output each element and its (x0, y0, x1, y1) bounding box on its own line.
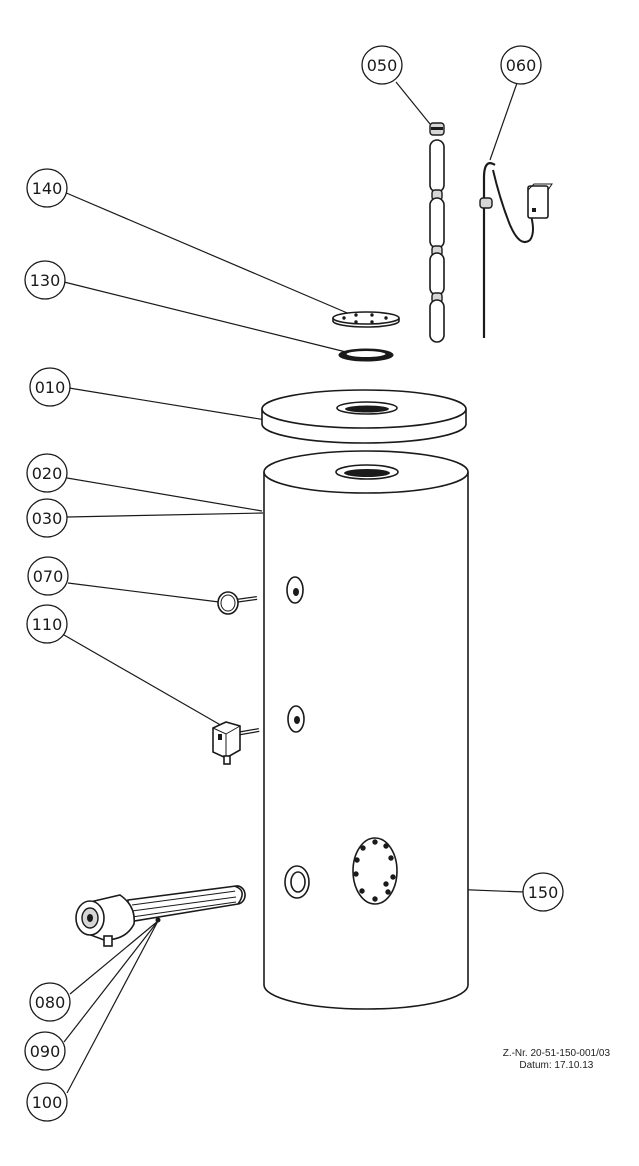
callout-050: 050 (361, 45, 403, 85)
callout-label: 010 (35, 378, 66, 397)
callout-label: 080 (35, 993, 66, 1012)
flange-gasket (338, 348, 394, 362)
callout-060: 060 (500, 45, 542, 85)
manhole-flange-plate (332, 311, 400, 328)
callout-label: 060 (506, 56, 537, 75)
callout-label: 140 (32, 179, 63, 198)
drawing-info: Z.-Nr. 20-51-150-001/03 Datum: 17.10.13 (503, 1048, 610, 1072)
callout-label: 130 (30, 271, 61, 290)
callout-030: 030 (26, 498, 68, 538)
drawing-number: Z.-Nr. 20-51-150-001/03 (502, 1048, 610, 1059)
drawing-date: Datum: 17.10.13 (519, 1060, 594, 1071)
callout-label: 110 (32, 615, 63, 634)
callout-070: 070 (27, 556, 69, 596)
callout-080: 080 (29, 982, 71, 1022)
flange-cover (352, 837, 398, 905)
callout-020: 020 (26, 453, 68, 493)
leader-lines (63, 81, 525, 1094)
tank-sensor-socket-upper (286, 576, 304, 604)
storage-tank-cylinder (263, 450, 469, 1010)
callout-110: 110 (26, 604, 68, 644)
callout-130: 130 (24, 260, 66, 300)
callout-150: 150 (522, 872, 564, 912)
powered-anode-with-cable (479, 162, 553, 338)
tank-sensor-socket-middle (287, 705, 305, 733)
thermometer (217, 591, 258, 615)
callout-label: 050 (367, 56, 398, 75)
callout-100: 100 (26, 1082, 68, 1122)
callout-140: 140 (26, 168, 68, 208)
tank-heater-socket (284, 865, 310, 899)
callout-label: 020 (32, 464, 63, 483)
thermostat (212, 721, 260, 765)
callout-090: 090 (24, 1031, 66, 1071)
callout-010: 010 (29, 367, 71, 407)
callout-label: 100 (32, 1093, 63, 1112)
callout-label: 030 (32, 509, 63, 528)
chain-anode (429, 122, 445, 343)
insulation-lid-ring (261, 389, 467, 444)
callout-label: 070 (33, 567, 64, 586)
callout-label: 150 (528, 883, 559, 902)
electric-heating-element (75, 885, 246, 947)
callout-label: 090 (30, 1042, 61, 1061)
